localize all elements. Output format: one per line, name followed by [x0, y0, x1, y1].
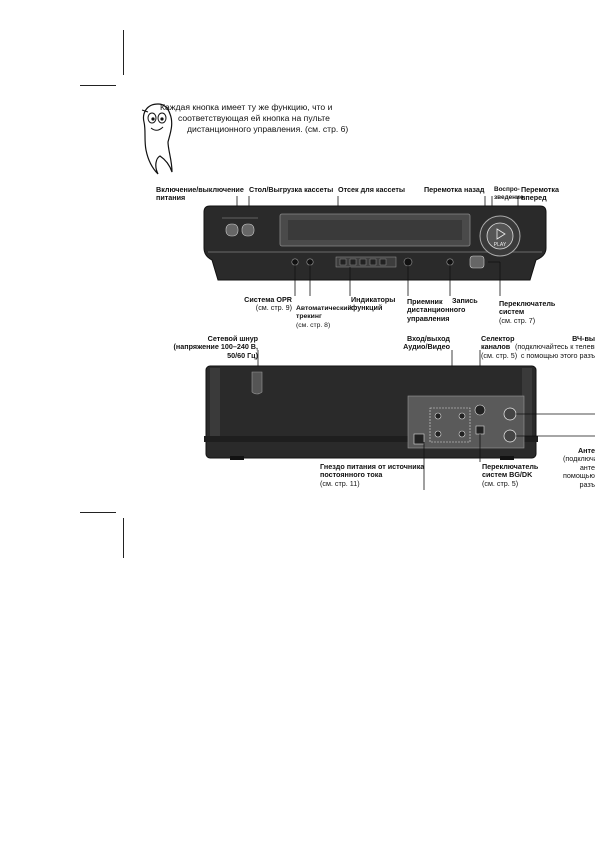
- label-rf-out: ВЧ-вы (подключайтесь к телеви с помощью …: [515, 335, 595, 360]
- label-system-switch: Переключатель систем (см. стр. 7): [499, 299, 556, 325]
- margin-rule-top-horizontal: [80, 85, 116, 86]
- label-ffwd: Перемотка вперед: [521, 185, 560, 203]
- label-tracking: Автоматический трекинг (см. стр. 8): [296, 305, 352, 329]
- label-antenna: Анте (подключа анте помощью эт разъ: [563, 447, 595, 489]
- margin-rule-bottom-vertical: [123, 518, 124, 558]
- label-channel-selector: Селектор каналов (см. стр. 5): [481, 334, 518, 360]
- vcr-rear-illustration: [204, 350, 595, 490]
- label-record: Запись: [452, 296, 478, 305]
- label-cassette-slot: Отсек для кассеты: [338, 185, 406, 194]
- label-indicators: Индикаторы функций: [351, 295, 396, 313]
- note-line-2: соответствующая ей кнопка на пульте: [178, 113, 330, 123]
- info-note: Каждая кнопка имеет ту же функцию, что и…: [160, 102, 348, 135]
- label-receiver: Приемник дистанционного управления: [407, 297, 466, 323]
- label-play: Воспро- зведение: [494, 186, 524, 202]
- vcr-front-illustration: PLAY: [203, 196, 547, 296]
- label-dc-jack: Гнездо питания от источника постоянного …: [320, 462, 425, 488]
- label-opr: Система OPR (см. стр. 9): [244, 295, 292, 313]
- margin-rule-top-vertical: [123, 30, 124, 75]
- label-rewind: Перемотка назад: [424, 185, 485, 194]
- label-eject: Стол/Выгрузка кассеты: [249, 185, 334, 194]
- play-button-label: PLAY: [494, 242, 507, 248]
- label-power-cord: Сетевой шнур (напряжение 100–240 В, 50/6…: [173, 334, 258, 360]
- label-bgdk-switch: Переключатель систем BG/DK (см. стр. 5): [482, 462, 539, 488]
- note-line-1: Каждая кнопка имеет ту же функцию, что и: [160, 102, 333, 112]
- note-line-3: дистанционного управления. (см. стр. 6): [187, 124, 349, 134]
- label-power: Включение/выключение питания: [156, 185, 244, 203]
- margin-rule-bottom-horizontal: [80, 512, 116, 513]
- mascot-icon: [138, 100, 178, 180]
- label-av-io: Вход/выход Аудио/Видео: [403, 334, 450, 352]
